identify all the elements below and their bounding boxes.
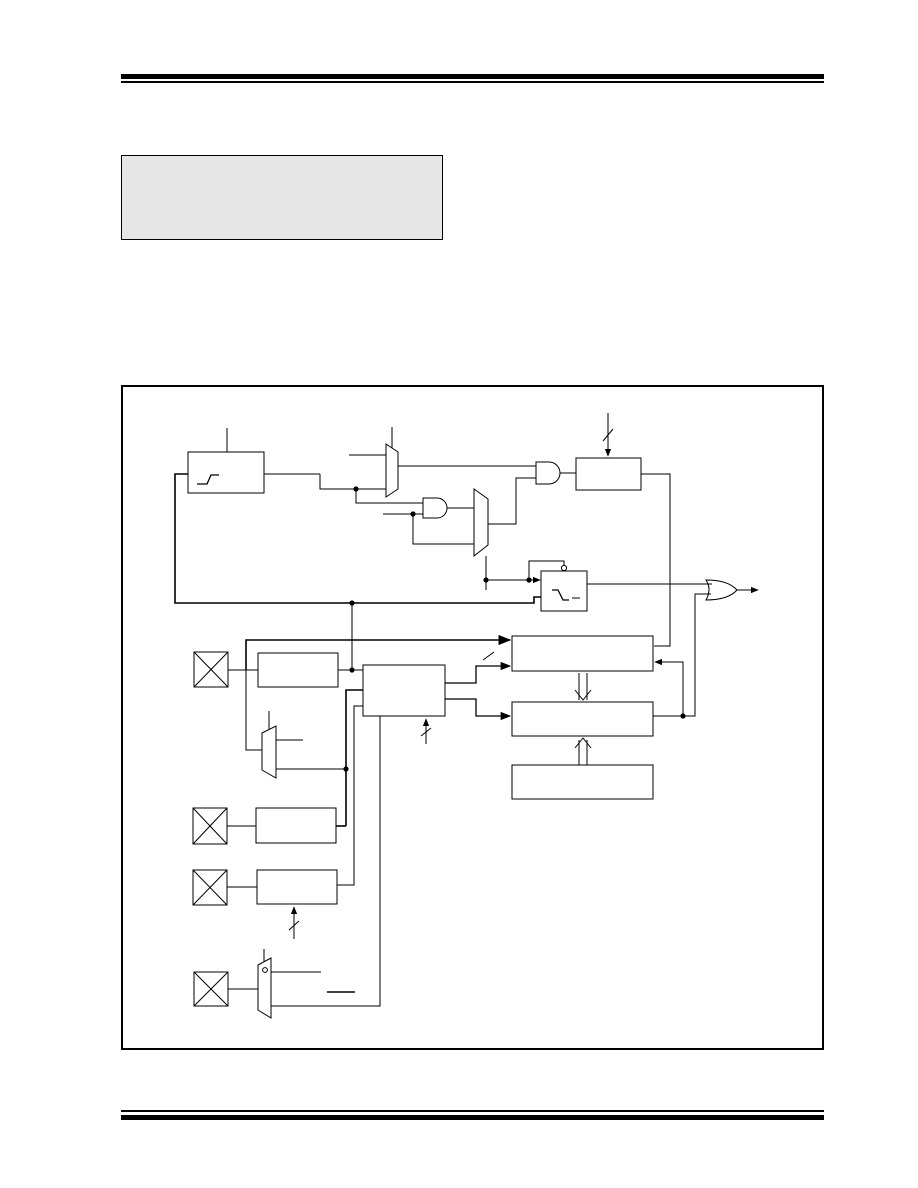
pin-pad-icon <box>192 807 228 845</box>
center-block <box>362 664 446 717</box>
note-box <box>121 155 443 240</box>
right-block-middle <box>511 701 654 737</box>
bus-width-slash-icon <box>420 727 432 737</box>
falling-edge-detector-icon <box>552 589 569 601</box>
figure-frame <box>121 385 824 1050</box>
pin-pad-icon <box>193 651 229 688</box>
right-block-upper <box>511 635 654 672</box>
or-gate-icon <box>705 579 738 601</box>
bus-width-slash-icon <box>602 428 614 442</box>
and-gate-icon <box>422 497 448 519</box>
multiplexer-icon <box>261 725 277 779</box>
pin-pad-icon <box>193 971 229 1007</box>
bus-width-slash-icon <box>288 920 300 931</box>
pin-pad-icon <box>192 869 228 906</box>
header-rule-thin <box>121 81 824 83</box>
edge-detector-block <box>187 428 265 494</box>
footer-rule-thin <box>121 1110 824 1112</box>
multiplexer-icon <box>257 957 272 1019</box>
falling-edge-detector-block <box>540 564 588 612</box>
and-gate-icon <box>535 461 561 485</box>
top-right-block <box>575 457 642 491</box>
bus-width-slash-icon <box>482 651 495 661</box>
rising-edge-detector-icon <box>197 474 219 485</box>
right-block-lower <box>511 764 654 800</box>
input-block-2 <box>255 807 337 844</box>
multiplexer-icon <box>385 427 399 498</box>
multiplexer-icon <box>473 488 489 558</box>
header-rule-thick <box>121 74 824 79</box>
input-block-1 <box>257 652 339 688</box>
input-block-3 <box>256 869 338 905</box>
footer-rule-thick <box>121 1115 824 1120</box>
